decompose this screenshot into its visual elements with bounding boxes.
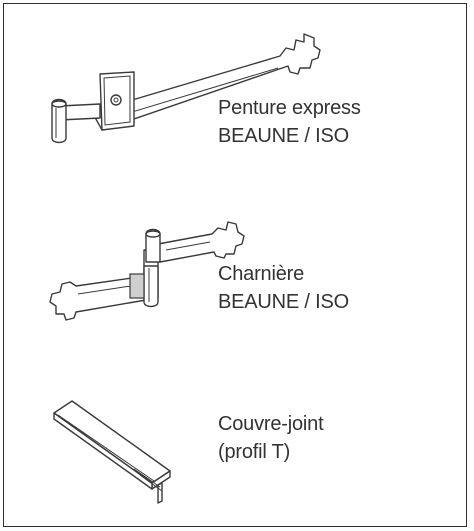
product-name: Penture express	[218, 97, 361, 119]
product-model: (profil T)	[218, 441, 291, 463]
product-model: BEAUNE / ISO	[218, 291, 349, 313]
product-label: Couvre-joint (profil T)	[218, 410, 324, 466]
hinge-icon	[46, 221, 246, 322]
product-name: Couvre-joint	[218, 413, 324, 435]
product-label: Penture express BEAUNE / ISO	[218, 94, 361, 150]
t-profile-cover-strip-icon	[50, 397, 180, 504]
product-label: Charnière BEAUNE / ISO	[218, 260, 349, 316]
product-list-panel: Penture express BEAUNE / ISO	[3, 3, 467, 527]
product-model: BEAUNE / ISO	[218, 125, 349, 147]
strap-hinge-icon	[42, 33, 332, 159]
product-name: Charnière	[218, 263, 305, 285]
